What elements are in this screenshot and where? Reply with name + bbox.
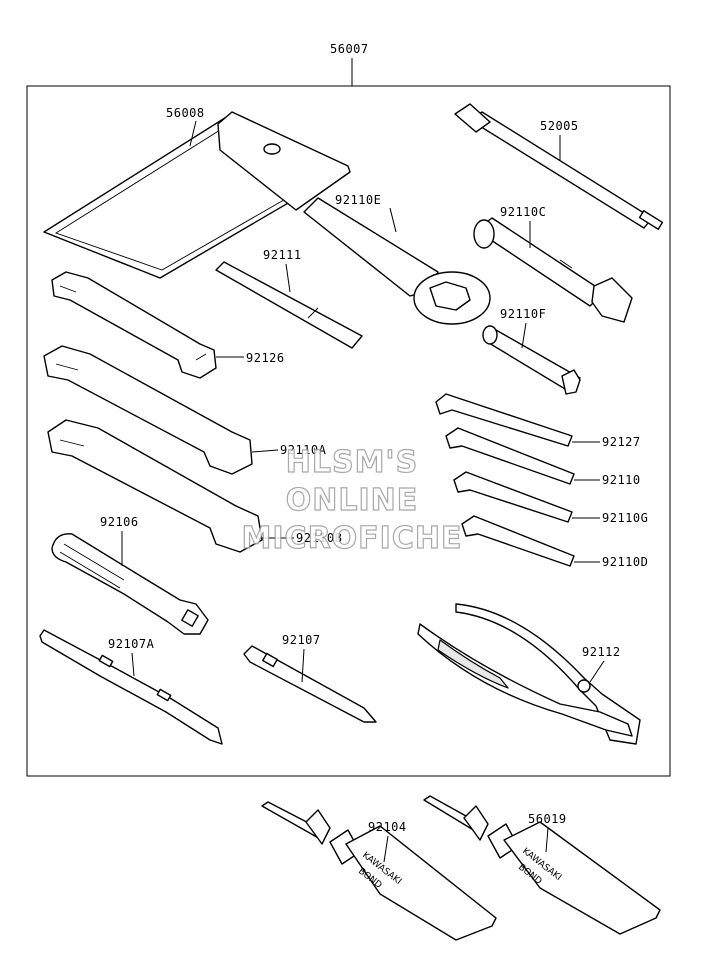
part-label-92110C[interactable]: 92110C: [500, 205, 546, 219]
watermark-line-2: ONLINE: [286, 483, 419, 518]
pliers: [417, 603, 641, 745]
leader-92110F: [521, 322, 527, 349]
leader-92104: [383, 835, 389, 863]
leader-92112: [589, 660, 605, 683]
part-label-92106[interactable]: 92106: [100, 515, 139, 529]
spark-plug-wrench-bar: [454, 103, 664, 230]
hex-key-92110G: [453, 471, 573, 523]
leader-56008: [189, 120, 197, 147]
part-label-92110D[interactable]: 92110D: [602, 555, 648, 569]
part-label-92127[interactable]: 92127: [602, 435, 641, 449]
part-label-92110A[interactable]: 92110A: [280, 443, 327, 457]
part-label-92107A[interactable]: 92107A: [108, 637, 155, 651]
box-end-wrench: [303, 197, 491, 325]
part-label-92111[interactable]: 92111: [263, 248, 302, 262]
watermark-line-1: HLSM'S: [286, 445, 418, 480]
screwdriver-bit-short: [243, 645, 377, 723]
leader-56019: [545, 827, 549, 853]
assembly-number-label[interactable]: 56007: [330, 42, 369, 56]
leader-92107A: [131, 652, 135, 677]
tool-pouch: [43, 111, 351, 279]
bond-tube-92104: KAWASAKI BOND: [261, 801, 497, 941]
watermark-line-3: MICROFICHE: [242, 521, 463, 556]
hex-key-92110: [445, 427, 575, 485]
open-end-wrench-medium: [43, 345, 253, 475]
screwdriver-handle: [51, 533, 209, 635]
part-label-56019[interactable]: 56019: [528, 812, 567, 826]
part-label-92110B[interactable]: 92110B: [296, 531, 342, 545]
part-label-52005[interactable]: 52005: [540, 119, 579, 133]
watermark: HLSM'S ONLINE MICROFICHE: [241, 444, 463, 556]
screwdriver-bit-long: [39, 629, 223, 745]
toolkit-boundary-box: [26, 85, 671, 777]
part-label-92110[interactable]: 92110: [602, 473, 641, 487]
part-label-92126[interactable]: 92126: [246, 351, 285, 365]
open-end-wrench-large: [47, 419, 263, 553]
handle-bar: [215, 261, 363, 349]
leader-92107: [301, 648, 305, 683]
socket-wrench: [473, 217, 633, 323]
part-label-92107[interactable]: 92107: [282, 633, 321, 647]
tube-socket: [482, 325, 581, 395]
open-end-wrench-small: [51, 271, 217, 379]
part-label-92112[interactable]: 92112: [582, 645, 621, 659]
part-label-56008[interactable]: 56008: [166, 106, 205, 120]
part-label-92110F[interactable]: 92110F: [500, 307, 546, 321]
leader-92110A: [251, 449, 279, 453]
hex-key-92127: [435, 393, 573, 447]
part-label-92110E[interactable]: 92110E: [335, 193, 381, 207]
part-label-92110G[interactable]: 92110G: [602, 511, 648, 525]
bond-tube-56019: KAWASAKI BOND: [423, 795, 661, 935]
hex-key-92110D: [461, 515, 575, 567]
part-label-92104[interactable]: 92104: [368, 820, 407, 834]
leader-92110E: [389, 207, 397, 233]
leader-92111: [285, 263, 291, 293]
